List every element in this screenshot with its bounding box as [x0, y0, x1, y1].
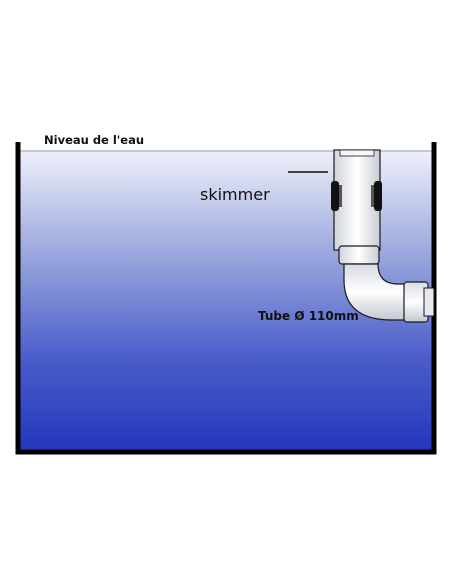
skimmer-slot-left: [331, 181, 339, 211]
skimmer-slot-right-inner: [371, 185, 374, 207]
skimmer-slot-left-inner: [339, 185, 342, 207]
skimmer: [331, 149, 382, 251]
skimmer-slot-right: [374, 181, 382, 211]
pipe-outlet-flange: [423, 287, 435, 317]
pipe-coupling: [338, 245, 380, 265]
tube-label: Tube Ø 110mm: [258, 309, 359, 323]
skimmer-label: skimmer: [200, 185, 270, 204]
skimmer-mouth: [339, 149, 375, 157]
water-level-label: Niveau de l'eau: [44, 133, 144, 147]
